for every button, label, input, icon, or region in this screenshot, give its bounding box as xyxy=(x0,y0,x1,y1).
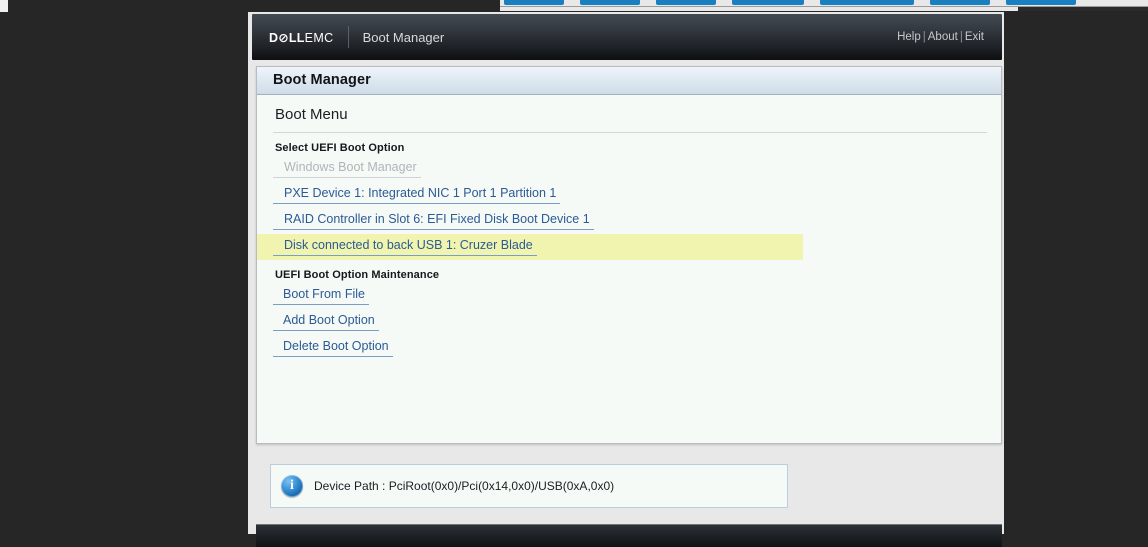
info-icon xyxy=(281,475,303,497)
toolbar-button-cutoff[interactable] xyxy=(820,0,914,5)
toolbar-button-cutoff[interactable] xyxy=(930,0,990,5)
logo-emc-text: EMC xyxy=(304,30,334,45)
toolbar-button-cutoff[interactable] xyxy=(732,0,804,5)
browser-toolbar-strip xyxy=(500,0,1148,11)
boot-option-row: RAID Controller in Slot 6: EFI Fixed Dis… xyxy=(273,208,1001,234)
about-link[interactable]: About xyxy=(927,31,958,43)
screen: D⊘LLEMC Boot Manager Help|About|Exit Boo… xyxy=(0,0,1148,534)
exit-link[interactable]: Exit xyxy=(964,31,984,43)
dell-emc-logo: D⊘LLEMC xyxy=(252,30,334,45)
maintenance-option-row: Boot From File xyxy=(273,283,1001,309)
boot-manager-window: D⊘LLEMC Boot Manager Help|About|Exit Boo… xyxy=(248,12,1012,547)
link-separator: | xyxy=(922,31,926,43)
window-header: D⊘LLEMC Boot Manager Help|About|Exit xyxy=(252,14,1002,60)
boot-option-row-selected: Disk connected to back USB 1: Cruzer Bla… xyxy=(257,234,803,260)
toolbar-button-cutoff[interactable] xyxy=(656,0,716,5)
desktop-edge-strip xyxy=(0,0,8,12)
maintenance-option-add-boot-option[interactable]: Add Boot Option xyxy=(273,309,379,331)
header-links: Help|About|Exit xyxy=(897,31,1002,43)
link-separator: | xyxy=(959,31,963,43)
toolbar-button-cutoff[interactable] xyxy=(1006,0,1076,5)
boot-option-raid-controller-slot-6[interactable]: RAID Controller in Slot 6: EFI Fixed Dis… xyxy=(273,208,594,230)
boot-option-row: PXE Device 1: Integrated NIC 1 Port 1 Pa… xyxy=(273,182,1001,208)
toolbar-button-cutoff[interactable] xyxy=(504,0,564,5)
panel-body: Boot Menu Select UEFI Boot Option Window… xyxy=(257,95,1001,361)
maintenance-option-delete-boot-option[interactable]: Delete Boot Option xyxy=(273,335,393,357)
device-path-text: Device Path : PciRoot(0x0)/Pci(0x14,0x0)… xyxy=(314,479,615,493)
help-link[interactable]: Help xyxy=(897,31,921,43)
logo-dell-text: D⊘LL xyxy=(269,30,305,45)
boot-manager-panel: Boot Manager Boot Menu Select UEFI Boot … xyxy=(256,66,1002,444)
boot-option-usb-cruzer-blade[interactable]: Disk connected to back USB 1: Cruzer Bla… xyxy=(273,234,537,256)
toolbar-button-cutoff[interactable] xyxy=(580,0,640,5)
device-path-info-box: Device Path : PciRoot(0x0)/Pci(0x14,0x0)… xyxy=(270,464,788,508)
desktop-backdrop-top-left xyxy=(0,0,248,12)
boot-option-windows-boot-manager: Windows Boot Manager xyxy=(273,156,421,178)
logo-divider xyxy=(347,26,349,48)
window-right-edge xyxy=(1004,12,1012,534)
maintenance-option-boot-from-file[interactable]: Boot From File xyxy=(273,283,369,305)
maintenance-option-row: Delete Boot Option xyxy=(273,335,1001,361)
toolbar-divider xyxy=(500,6,1148,7)
section-heading-uefi-boot-option-maintenance: UEFI Boot Option Maintenance xyxy=(275,269,440,281)
toolbar-dark-segment xyxy=(1018,7,1148,11)
boot-option-pxe-device-1[interactable]: PXE Device 1: Integrated NIC 1 Port 1 Pa… xyxy=(273,182,561,204)
window-footer-bar xyxy=(256,524,1002,547)
boot-menu-heading: Boot Menu xyxy=(273,95,987,133)
section-heading-select-uefi-boot-option: Select UEFI Boot Option xyxy=(275,142,405,154)
header-app-title: Boot Manager xyxy=(362,29,445,45)
page-title: Boot Manager xyxy=(257,67,1001,95)
maintenance-option-row: Add Boot Option xyxy=(273,309,1001,335)
boot-option-row: Windows Boot Manager xyxy=(273,156,1001,182)
